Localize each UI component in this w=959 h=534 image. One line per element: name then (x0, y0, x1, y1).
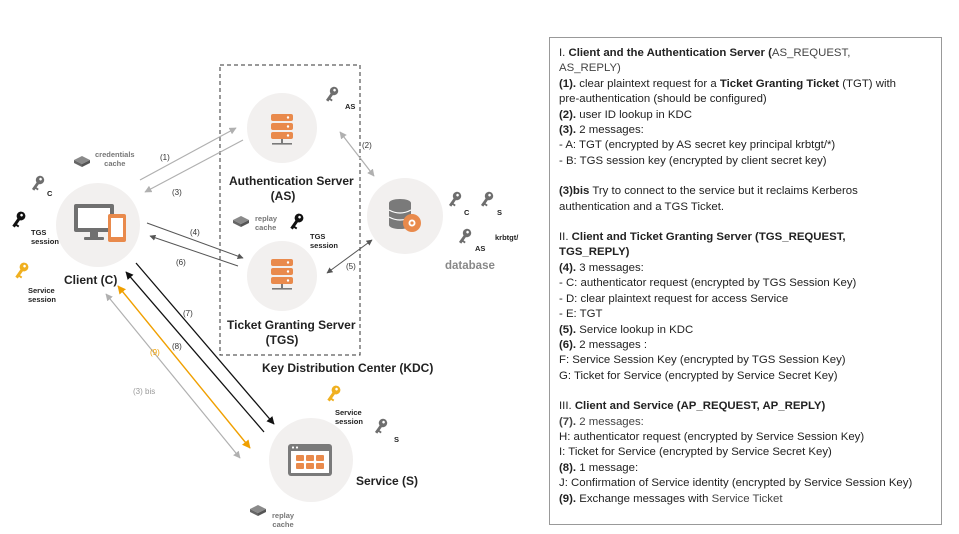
arrow-5-label: (5) (346, 262, 356, 271)
tgs-session-key-icon (287, 211, 306, 232)
arrow-3bis-label: (3) bis (133, 387, 156, 396)
step-6-text: (6). 2 messages : (559, 338, 648, 351)
arrow-5 (326, 239, 373, 274)
step-3bis-text-cont: authentication and a TGS Ticket. (559, 200, 725, 213)
step-3bis-text: (3)bis Try to connect to the service but… (559, 185, 858, 198)
step-1-text-cont: pre-authentication (should be configured… (559, 93, 767, 106)
arrow-2 (339, 131, 375, 177)
tgs-replay-cache-label: replay cache (255, 214, 278, 232)
diagram-canvas (9, 64, 495, 516)
kdc-box (219, 64, 361, 356)
step-9-text: (9). Exchange messages with Service Tick… (559, 492, 783, 505)
arrow-3bis (105, 293, 241, 459)
service-session-label: Service session (335, 408, 363, 426)
as-key-icon (323, 85, 340, 104)
db-key-c-label: C (464, 208, 470, 217)
step-3-item-b: - B: TGS session key (encrypted by clien… (559, 154, 827, 167)
step-8-item-j: J: Confirmation of Service identity (enc… (559, 477, 913, 490)
step-7-text: (7). 2 messages: (559, 415, 644, 428)
step-4-text: (4). 3 messages: (559, 261, 644, 274)
as-title: Authentication Server (AS) (229, 174, 354, 203)
arrow-8 (125, 271, 265, 433)
kerberos-diagram: (1) (2) (3) (4) (5) (6) (7) (8) (9) (3) … (9, 64, 519, 529)
client-title: Client (C) (64, 273, 118, 287)
database-icon (388, 199, 421, 232)
credentials-cache-label: credentials cache (95, 150, 135, 168)
service-key-label: S (394, 435, 400, 444)
db-krbtgt-label: krbtgt/ (495, 233, 519, 242)
client-key-label: C (47, 189, 53, 198)
step-7-item-h: H: authenticator request (encrypted by S… (559, 430, 865, 443)
arrow-6-label: (6) (176, 258, 186, 267)
service-replay-cache-icon (250, 505, 266, 516)
service-title: Service (S) (356, 474, 419, 488)
client-computer-icon (74, 204, 126, 242)
client-tgs-session-key-icon (9, 209, 28, 230)
tgs-title: Ticket Granting Server (TGS) (227, 318, 356, 347)
tgs-session-label: TGS session (310, 232, 338, 250)
client-secret-key-icon (29, 174, 46, 193)
client-tgs-session-label: TGS session (31, 228, 59, 246)
step-1-text: (1). clear plaintext request for a Ticke… (559, 77, 896, 90)
database-title: database (445, 260, 495, 272)
arrow-2-label: (2) (362, 141, 372, 150)
step-6-item-f: F: Service Session Key (encrypted by TGS… (559, 354, 846, 367)
section-2-title: II. Client and Ticket Granting Server (T… (559, 231, 846, 244)
step-5-text: (5). Service lookup in KDC (559, 323, 694, 336)
as-key-label: AS (345, 102, 356, 111)
arrow-4-label: (4) (190, 228, 200, 237)
section-1-title-cont: AS_REPLY) (559, 62, 621, 75)
section-1-title: I. Client and the Authentication Server … (559, 47, 851, 59)
arrow-1-label: (1) (160, 153, 170, 162)
section-2-title-cont: TGS_REPLY) (559, 246, 630, 259)
arrow-4 (146, 222, 244, 259)
step-2-text: (2). user ID lookup in KDC (559, 108, 692, 121)
step-4-item-d: - D: clear plaintext request for access … (559, 292, 789, 305)
kdc-label: Key Distribution Center (KDC) (262, 361, 434, 375)
db-service-key-icon (478, 190, 495, 209)
step-6-item-g: G: Ticket for Service (encrypted by Serv… (559, 369, 838, 382)
explanation-panel: I. Client and the Authentication Server … (549, 37, 942, 525)
arrow-3-label: (3) (172, 188, 182, 197)
step-8-text: (8). 1 message: (559, 461, 639, 474)
db-key-as-label: AS (475, 244, 486, 253)
client-service-session-key-icon (12, 260, 31, 281)
arrow-7-label: (7) (183, 309, 193, 318)
step-3-text: (3). 2 messages: (559, 124, 644, 137)
step-3-item-a: - A: TGT (encrypted by AS secret key pri… (559, 139, 836, 152)
section-3-title: III. Client and Service (AP_REQUEST, AP_… (559, 400, 826, 413)
arrow-9-label: (9) (150, 348, 160, 357)
credentials-cache-icon (74, 156, 90, 167)
db-key-s-label: S (497, 208, 503, 217)
db-as-key-icon (456, 227, 473, 246)
service-window-icon (288, 444, 332, 476)
arrow-1 (139, 127, 237, 181)
service-secret-key-icon (372, 417, 389, 436)
step-4-item-e: - E: TGT (559, 308, 603, 321)
arrow-8-label: (8) (172, 342, 182, 351)
db-client-key-icon (446, 190, 463, 209)
service-replay-cache-label: replay cache (272, 511, 295, 529)
arrow-6 (149, 234, 239, 267)
client-service-session-label: Service session (28, 286, 56, 304)
step-4-item-c: - C: authenticator request (encrypted by… (559, 277, 857, 290)
tgs-replay-cache-icon (233, 216, 249, 227)
service-session-key-icon (324, 383, 343, 404)
step-7-item-i: I: Ticket for Service (encrypted by Serv… (559, 446, 832, 459)
tgs-node-circle (247, 241, 317, 311)
arrow-3 (144, 139, 244, 193)
